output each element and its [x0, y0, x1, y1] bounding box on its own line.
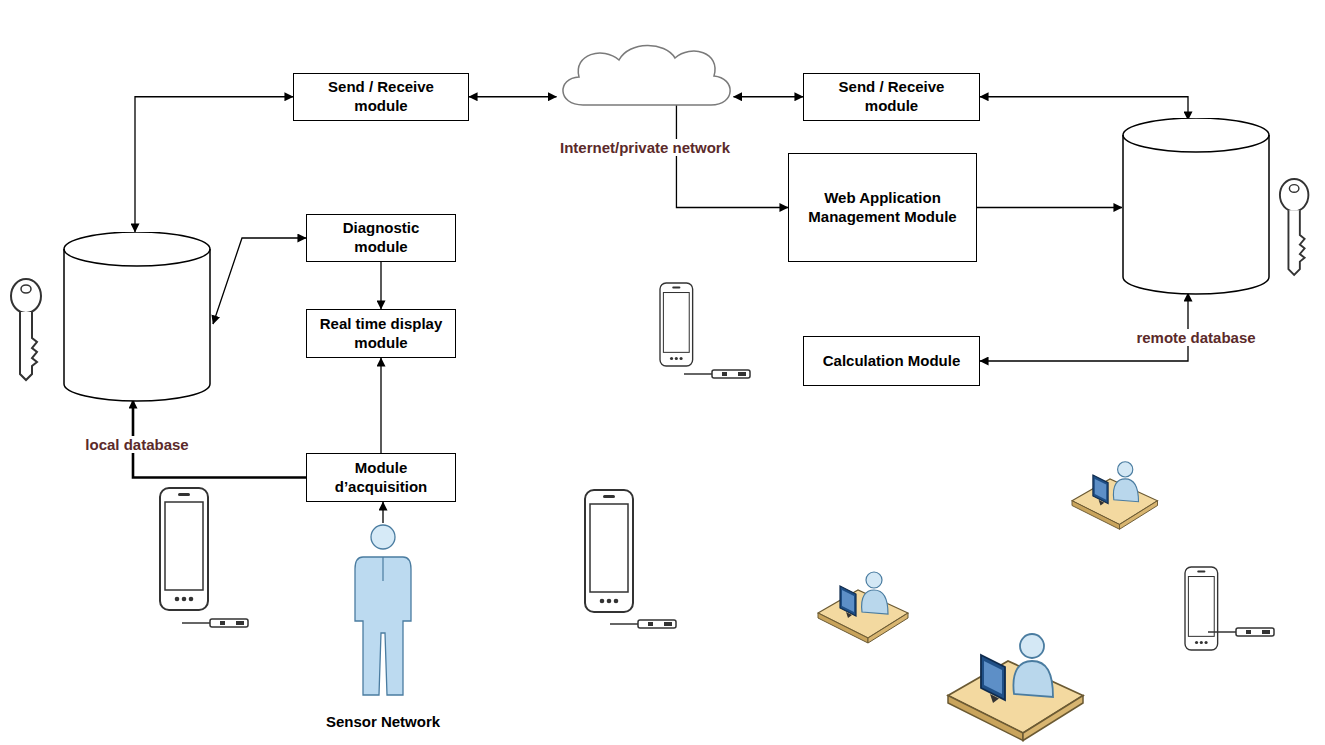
shape-label: remote database	[1134, 329, 1257, 346]
phone-icon	[585, 490, 633, 612]
key-icon	[1280, 179, 1309, 275]
connector-arrow	[977, 207, 1122, 208]
phone-icon	[1185, 567, 1218, 650]
connector-arrow	[676, 105, 788, 208]
shape-label: Sensor Network	[324, 713, 442, 730]
connector-arrow	[380, 262, 381, 309]
database-cylinder: local database	[47, 232, 227, 453]
module-box: Module d’acquisition	[306, 453, 456, 502]
database-cylinder: remote database	[1106, 118, 1286, 346]
network-cloud: Internet/private network	[505, 40, 785, 156]
module-label: Web Application Management Module	[799, 189, 966, 227]
phone-icon	[660, 283, 693, 366]
workstation-icon	[1072, 462, 1158, 529]
module-label: Send / Receive module	[814, 78, 969, 116]
workstation-icon	[948, 634, 1083, 741]
sensor-person: Sensor Network	[313, 523, 453, 730]
workstation-icon	[818, 572, 908, 643]
connector-arrow	[380, 358, 381, 453]
shape-label: Internet/private network	[558, 139, 732, 156]
module-box: Send / Receive module	[293, 73, 469, 121]
connector-arrow	[469, 96, 557, 97]
usb-sensor-icon	[610, 620, 676, 628]
key-icon	[11, 279, 41, 380]
connector-arrow	[213, 238, 306, 324]
module-label: Module d’acquisition	[317, 459, 445, 497]
module-box: Real time display module	[306, 309, 456, 358]
network-cloud-outline	[553, 40, 738, 115]
phone-icon	[160, 488, 208, 610]
connector-arrow	[980, 293, 1188, 361]
connector-arrow	[135, 97, 293, 232]
database-cylinder-outline	[63, 232, 211, 402]
module-label: Send / Receive module	[304, 78, 458, 116]
database-cylinder-outline	[1122, 118, 1270, 295]
module-label: Real time display module	[317, 315, 445, 353]
module-box: Calculation Module	[803, 336, 980, 386]
usb-sensor-icon	[1208, 628, 1274, 636]
module-box: Diagnostic module	[306, 214, 456, 262]
module-box: Send / Receive module	[803, 73, 980, 121]
sensor-person-outline	[353, 523, 413, 699]
connector-arrow	[734, 96, 804, 97]
module-label: Diagnostic module	[317, 219, 445, 257]
connector-arrow	[980, 97, 1188, 120]
usb-sensor-icon	[684, 370, 750, 378]
usb-sensor-icon	[182, 619, 248, 627]
shape-label: local database	[83, 436, 190, 453]
module-box: Web Application Management Module	[788, 153, 977, 262]
module-label: Calculation Module	[823, 352, 961, 371]
connector-arrow	[382, 502, 383, 523]
